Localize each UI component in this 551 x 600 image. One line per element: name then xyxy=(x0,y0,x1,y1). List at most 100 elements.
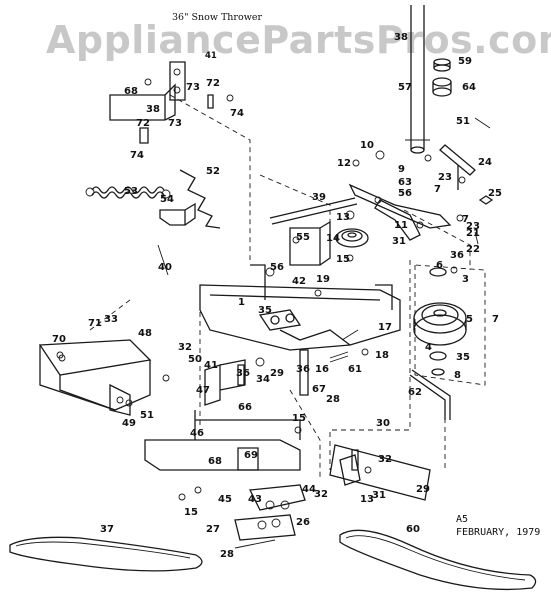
callout-66: 66 xyxy=(238,402,252,413)
callout-56: 56 xyxy=(398,188,412,199)
callout-63: 63 xyxy=(398,177,412,188)
callout-15b: 15 xyxy=(292,413,306,424)
control-rod xyxy=(269,197,358,225)
callout-42: 42 xyxy=(292,276,306,287)
callout-73: 73 xyxy=(186,82,200,93)
callout-7b: 7 xyxy=(434,184,441,195)
callout-25: 25 xyxy=(488,188,502,199)
callout-9: 9 xyxy=(398,164,405,175)
callout-50: 50 xyxy=(188,354,202,365)
callout-69: 69 xyxy=(244,450,258,461)
callout-43: 43 xyxy=(248,494,262,505)
callout-6: 6 xyxy=(436,260,443,271)
callout-53: 53 xyxy=(124,186,138,197)
callout-7c: 7 xyxy=(462,214,469,225)
callout-35b: 35 xyxy=(456,352,470,363)
callout-46: 46 xyxy=(190,428,204,439)
callout-11: 11 xyxy=(394,220,408,231)
callout-37: 37 xyxy=(100,524,114,535)
callout-31b: 31 xyxy=(372,490,386,501)
callout-54: 54 xyxy=(160,194,174,205)
callout-8: 8 xyxy=(454,370,461,381)
callout-51: 51 xyxy=(140,410,154,421)
vertical-shaft xyxy=(405,5,430,154)
callout-32b: 32 xyxy=(378,454,392,465)
callout-68b: 68 xyxy=(208,456,222,467)
footer-date: FEBRUARY, 1979 xyxy=(456,527,540,538)
callout-17: 17 xyxy=(378,322,392,333)
callout-13: 13 xyxy=(336,212,350,223)
callout-3: 3 xyxy=(462,274,469,285)
callout-13b: 13 xyxy=(360,494,374,505)
leader-lines xyxy=(89,94,471,480)
callout-12: 12 xyxy=(337,158,351,169)
main-frame xyxy=(199,264,401,351)
long-rod xyxy=(409,369,451,420)
callout-14: 14 xyxy=(326,233,340,244)
callout-62: 62 xyxy=(408,387,422,398)
callout-67: 67 xyxy=(312,384,326,395)
torsion-spring xyxy=(179,169,221,229)
callout-33: 33 xyxy=(104,314,118,325)
callout-27: 27 xyxy=(206,524,220,535)
callout-34: 34 xyxy=(256,374,270,385)
small-bracket xyxy=(159,202,196,226)
callout-32: 32 xyxy=(178,342,192,353)
pulley-14 xyxy=(335,228,369,248)
callout-35: 35 xyxy=(258,305,272,316)
callout-29: 29 xyxy=(270,368,284,379)
callout-36b: 36 xyxy=(296,364,310,375)
callout-39: 39 xyxy=(312,192,326,203)
callout-56b: 56 xyxy=(270,262,284,273)
callout-45: 45 xyxy=(218,494,232,505)
callout-44: 44 xyxy=(302,484,316,495)
bracket-assembly-top xyxy=(109,61,234,144)
callout-10: 10 xyxy=(360,140,374,151)
callout-labels: 1 3 4 5 6 7 7 7 8 9 10 11 12 13 13 14 15… xyxy=(52,32,502,560)
callout-74: 74 xyxy=(230,108,244,119)
right-bracket xyxy=(329,444,431,501)
callout-41b: 41 xyxy=(204,360,218,371)
callout-51b: 51 xyxy=(456,116,470,127)
callout-22: 22 xyxy=(466,244,480,255)
callout-70: 70 xyxy=(52,334,66,345)
watermark-text: AppliancePartsPros.com xyxy=(46,18,551,62)
callout-38: 38 xyxy=(394,32,408,43)
footer-code: A5 xyxy=(456,514,468,525)
hardware-parts xyxy=(58,117,491,501)
callout-59: 59 xyxy=(458,56,472,67)
callout-19: 19 xyxy=(316,274,330,285)
callout-28b: 28 xyxy=(220,549,234,560)
callout-61: 61 xyxy=(348,364,362,375)
lever-47 xyxy=(204,359,246,406)
callout-57: 57 xyxy=(398,82,412,93)
callout-32c: 32 xyxy=(314,489,328,500)
diagram-title: 36" Snow Thrower xyxy=(172,12,262,23)
callout-31: 31 xyxy=(392,236,406,247)
callout-4: 4 xyxy=(425,342,432,353)
belt-37 xyxy=(9,536,203,572)
callout-47: 47 xyxy=(196,385,210,396)
callout-15: 15 xyxy=(336,254,350,265)
callout-29b: 29 xyxy=(416,484,430,495)
callout-72: 72 xyxy=(206,78,220,89)
callout-30: 30 xyxy=(376,418,390,429)
callout-41: 41 xyxy=(205,51,217,61)
callout-52: 52 xyxy=(206,166,220,177)
callout-72b: 72 xyxy=(136,118,150,129)
callout-60: 60 xyxy=(406,524,420,535)
lever-arm xyxy=(348,183,452,241)
callout-21: 21 xyxy=(466,228,480,239)
bracket-24 xyxy=(439,144,494,205)
callout-68: 68 xyxy=(124,86,138,97)
pulley-assembly xyxy=(413,264,486,386)
lower-frame xyxy=(144,410,306,549)
pulley-bracket xyxy=(289,220,331,266)
callout-55: 55 xyxy=(296,232,310,243)
callout-28: 28 xyxy=(326,394,340,405)
callout-5: 5 xyxy=(466,314,473,325)
callout-18: 18 xyxy=(375,350,389,361)
callout-38b: 38 xyxy=(146,104,160,115)
callout-1: 1 xyxy=(238,297,245,308)
